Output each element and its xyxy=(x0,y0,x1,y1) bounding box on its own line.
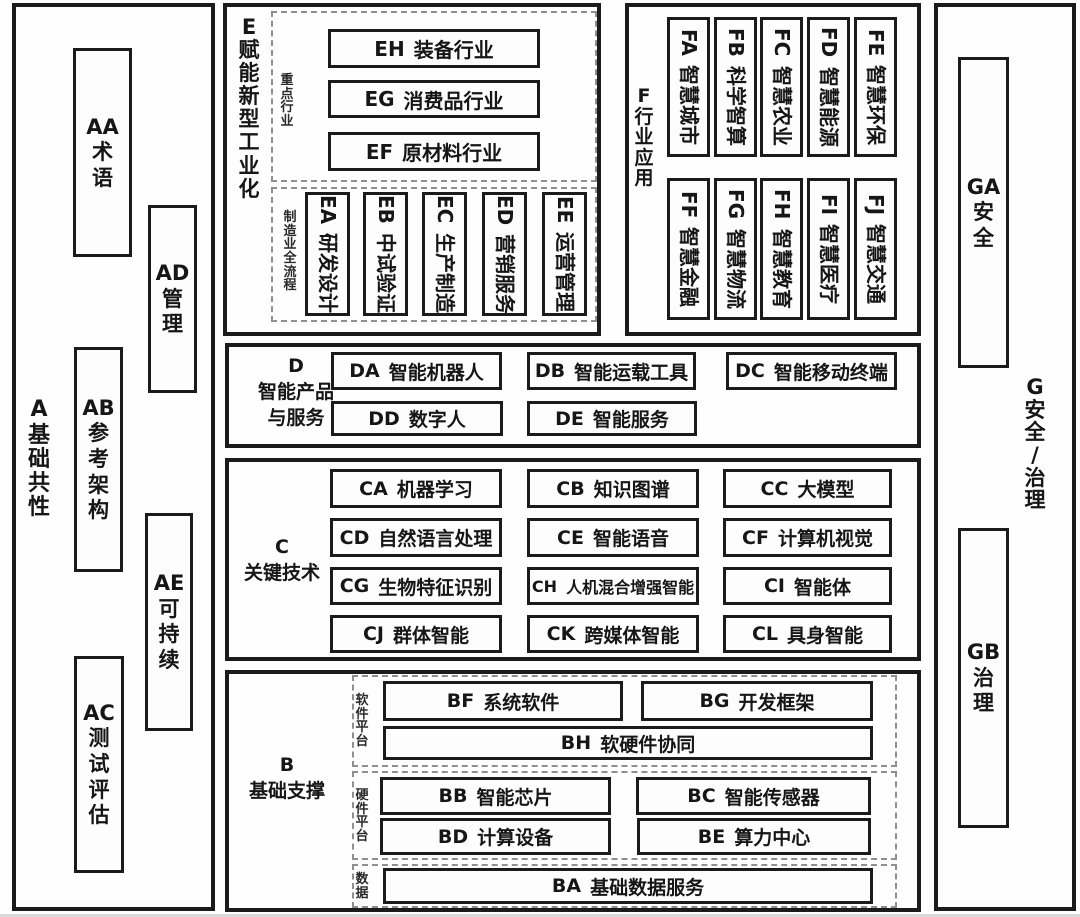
group-hardware-platform-label: 硬件平台 xyxy=(355,788,369,844)
box-fj: FJ智慧交通 xyxy=(854,178,897,320)
box-gb: GB 治理 xyxy=(958,528,1009,828)
section-b-title: B 基础支撑 xyxy=(248,754,325,802)
section-g-code: G xyxy=(1026,375,1044,399)
box-ae: AE 可持续 xyxy=(145,513,193,731)
section-e-name: 赋能新型工业化 xyxy=(238,38,260,201)
box-eg: EG 消费品行业 xyxy=(328,80,540,118)
box-fg: FG智慧物流 xyxy=(714,178,757,320)
box-fi: FI智慧医疗 xyxy=(807,178,850,320)
group-key-industries xyxy=(271,11,597,182)
box-eh: EH 装备行业 xyxy=(328,29,540,68)
box-fd: FD智慧能源 xyxy=(807,17,850,157)
box-ff: FF智慧金融 xyxy=(667,178,710,320)
group-data xyxy=(352,864,897,908)
box-fc: FC智慧农业 xyxy=(760,17,803,157)
box-ed: ED营销服务 xyxy=(482,192,527,316)
box-fe: FE智慧环保 xyxy=(854,17,897,157)
box-ef: EF 原材料行业 xyxy=(328,132,540,171)
section-a-code: A xyxy=(30,397,48,422)
section-a-name: 基础共性 xyxy=(27,422,50,521)
section-e-title: E 赋能新型工业化 xyxy=(227,15,271,201)
box-fh: FH智慧教育 xyxy=(760,178,803,320)
box-ad: AD 管理 xyxy=(148,205,197,393)
box-ga: GA 安全 xyxy=(958,57,1009,368)
box-ee: EE运营管理 xyxy=(542,192,587,316)
box-aa: AA 术语 xyxy=(73,48,132,257)
box-ac: AC 测试评估 xyxy=(74,656,124,873)
box-eb: EB中试验证 xyxy=(363,192,408,316)
section-d-title: D 智能产品 与服务 xyxy=(257,355,334,429)
section-g-name: 安全/治理 xyxy=(1024,397,1046,513)
group-manufacturing-process-label: 制造业全流程 xyxy=(283,210,297,294)
section-a-title: A 基础共性 xyxy=(14,396,64,520)
box-ec: EC生产制造 xyxy=(422,192,467,316)
group-data-label: 数据 xyxy=(355,872,369,901)
section-e-code: E xyxy=(241,15,257,39)
section-f-code: F xyxy=(637,85,651,107)
box-fa: FA智慧城市 xyxy=(667,17,710,157)
group-key-industries-label: 重点行业 xyxy=(280,73,294,129)
section-f-name: 行业应用 xyxy=(634,105,654,190)
box-ab: AB 参考架构 xyxy=(74,347,123,572)
group-manufacturing-process xyxy=(271,187,597,322)
bottom-edge-strip xyxy=(0,914,1080,917)
group-hardware-platform xyxy=(352,771,897,860)
section-g-title: G 安全/治理 xyxy=(1013,376,1057,512)
group-software-platform xyxy=(352,675,897,767)
section-c-title: C 关键技术 xyxy=(243,536,320,584)
box-ea: EA研发设计 xyxy=(305,192,350,316)
box-fb: FB科学智算 xyxy=(714,17,757,157)
section-f-title: F 行业应用 xyxy=(630,86,658,189)
group-software-platform-label: 软件平台 xyxy=(355,693,369,749)
